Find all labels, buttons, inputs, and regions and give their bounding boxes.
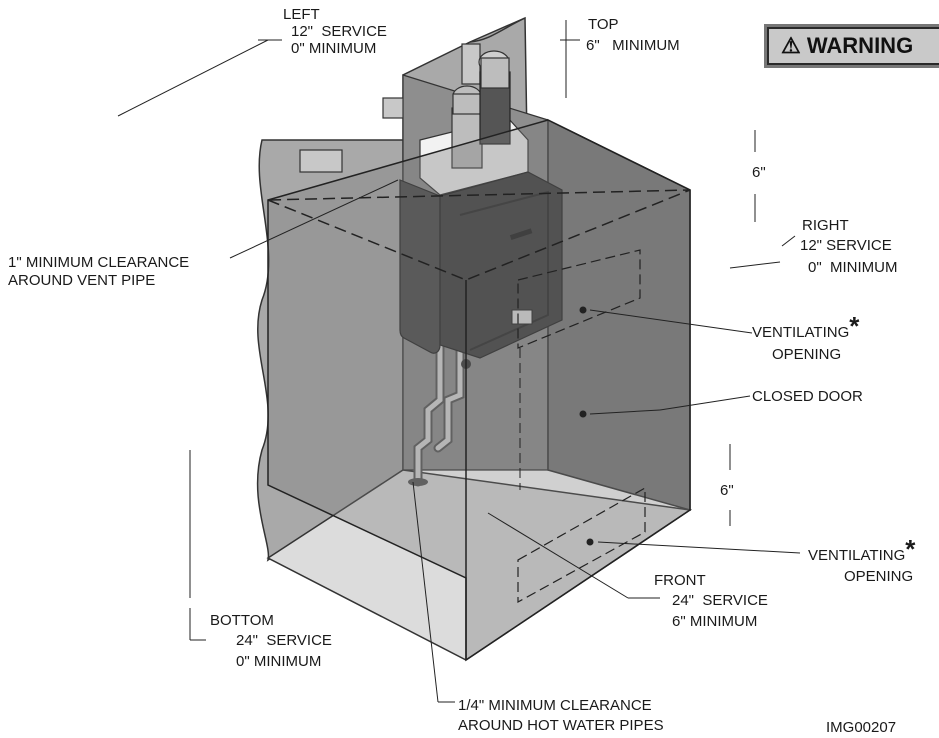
bottom-offset-dimension: 6" <box>720 482 734 499</box>
image-id: IMG00207 <box>826 719 897 736</box>
vent-clearance-line2: AROUND VENT PIPE <box>8 272 156 289</box>
warning-banner: ⚠ WARNING <box>764 24 939 68</box>
wall-stud-left <box>299 149 343 173</box>
asterisk-icon: * <box>905 534 916 564</box>
vent-pipes <box>451 50 511 169</box>
closed-door-panel <box>267 119 691 662</box>
ventilating-opening-upper <box>517 249 641 349</box>
right-service: 12" SERVICE <box>800 237 892 254</box>
warning-text: WARNING <box>806 33 914 58</box>
left-service: 12" SERVICE <box>291 23 387 40</box>
front-service: 24" SERVICE <box>672 592 768 609</box>
ventilating-opening-lower <box>517 486 646 604</box>
asterisk-icon: * <box>849 311 860 341</box>
bottom-service: 24" SERVICE <box>236 632 332 649</box>
warning-icon: ⚠ <box>781 33 801 58</box>
ventilating-lower-line2: OPENING <box>844 568 914 585</box>
pipe-clearance-line2: AROUND HOT WATER PIPES <box>458 717 664 734</box>
top-minimum: 6" MINIMUM <box>586 37 680 54</box>
left-title: LEFT <box>283 6 320 23</box>
pipe-clearance-line1: 1/4" MINIMUM CLEARANCE <box>458 697 652 714</box>
top-offset-dimension: 6" <box>752 164 766 181</box>
front-minimum: 6" MINIMUM <box>672 613 758 630</box>
ventilating-upper-line1: VENTILATING* <box>752 311 860 341</box>
bottom-title: BOTTOM <box>210 612 274 629</box>
ventilating-upper-line2: OPENING <box>772 346 842 363</box>
ventilating-lower-line1: VENTILATING* <box>808 534 916 564</box>
front-title: FRONT <box>654 572 706 589</box>
right-title: RIGHT <box>802 217 849 234</box>
top-title: TOP <box>588 16 619 33</box>
right-minimum: 0" MINIMUM <box>808 259 898 276</box>
left-minimum: 0" MINIMUM <box>291 40 377 57</box>
vent-clearance-line1: 1" MINIMUM CLEARANCE <box>8 254 190 271</box>
bottom-minimum: 0" MINIMUM <box>236 653 322 670</box>
closed-door-label: CLOSED DOOR <box>752 388 863 405</box>
